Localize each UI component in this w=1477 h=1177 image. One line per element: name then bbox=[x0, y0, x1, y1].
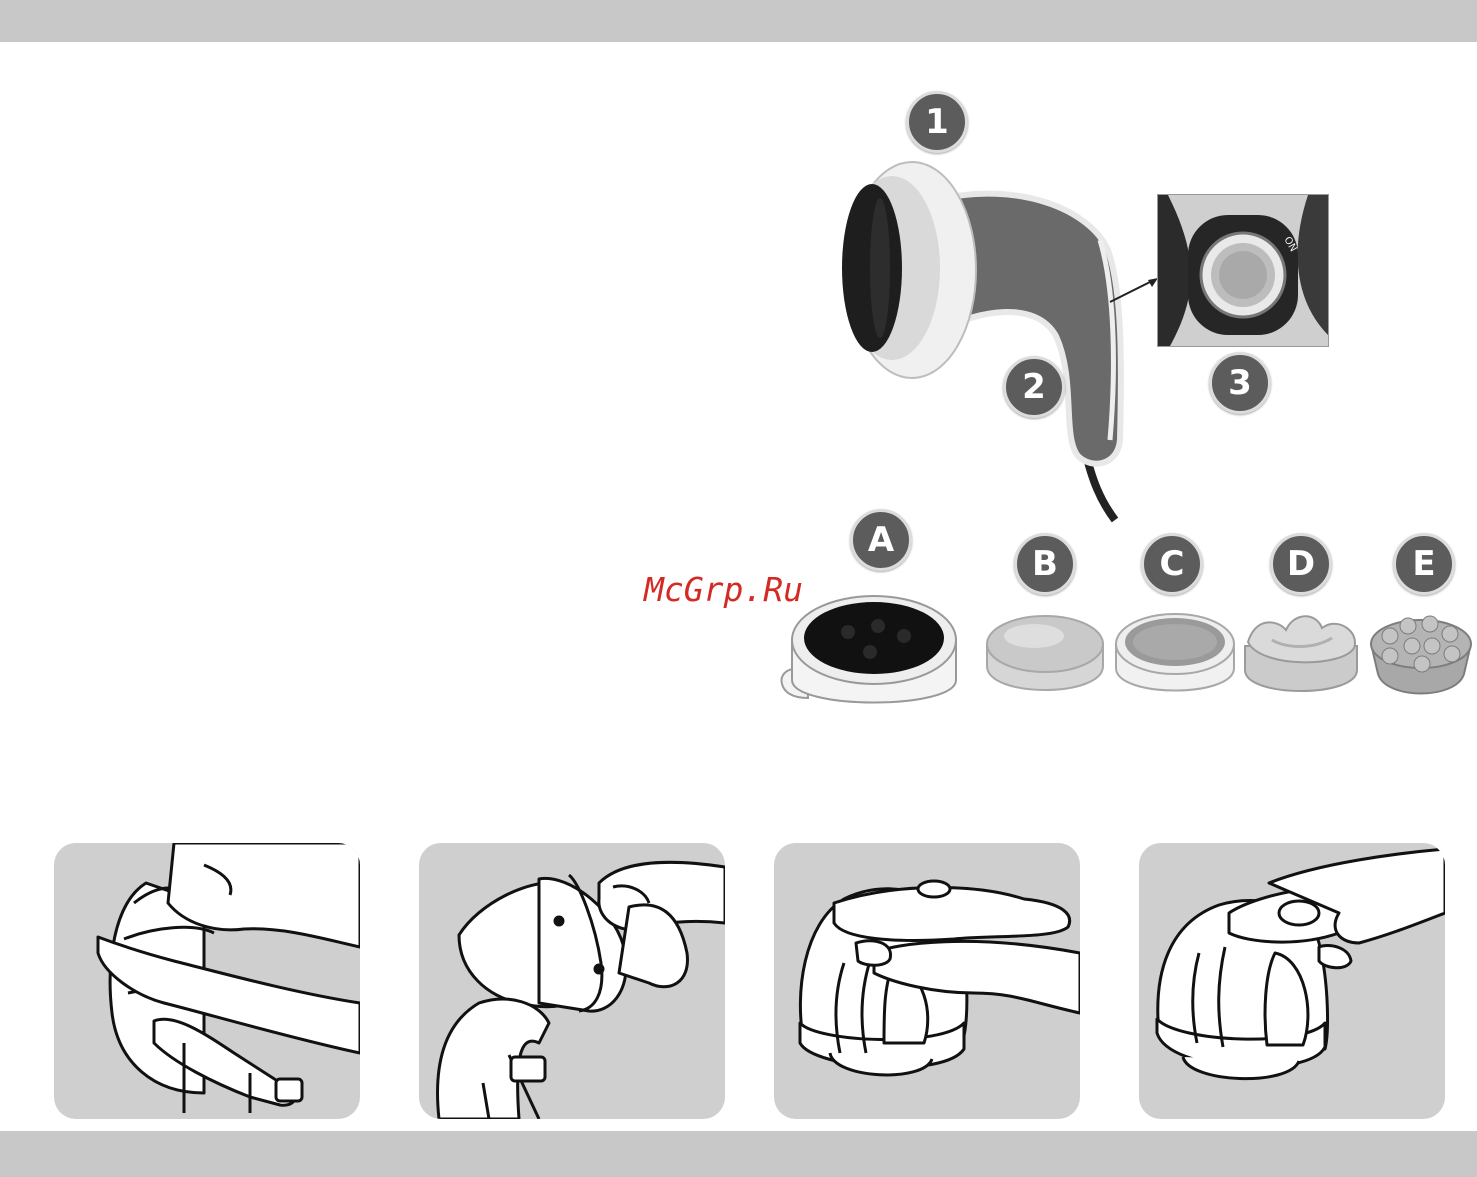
step-panel-4 bbox=[1139, 843, 1445, 1119]
watermark-text: McGrp.Ru bbox=[644, 570, 803, 609]
attachment-c-icon bbox=[1113, 606, 1237, 698]
marker-3: 3 bbox=[1209, 352, 1271, 414]
step-4-illustration bbox=[1139, 843, 1445, 1119]
step-panel-1 bbox=[54, 843, 360, 1119]
massager-device-icon bbox=[830, 140, 1140, 530]
marker-d: D bbox=[1270, 533, 1332, 595]
step-panel-2 bbox=[419, 843, 725, 1119]
bottom-band bbox=[0, 1131, 1477, 1177]
step-panel-3 bbox=[774, 843, 1080, 1119]
marker-b: B bbox=[1014, 533, 1076, 595]
attachment-e-icon bbox=[1366, 604, 1476, 700]
pointer-arrow-icon bbox=[1108, 272, 1160, 306]
control-zoom-panel: ON bbox=[1157, 194, 1329, 347]
attachment-d-icon bbox=[1242, 606, 1360, 698]
step-1-illustration bbox=[54, 843, 360, 1119]
marker-1: 1 bbox=[906, 91, 968, 153]
marker-2: 2 bbox=[1003, 356, 1065, 418]
step-2-illustration bbox=[419, 843, 725, 1119]
step-3-illustration bbox=[774, 843, 1080, 1119]
top-band bbox=[0, 0, 1477, 42]
marker-a: A bbox=[850, 509, 912, 571]
control-dial-icon: ON bbox=[1158, 195, 1328, 346]
attachment-a-icon bbox=[778, 580, 970, 728]
marker-c: C bbox=[1141, 533, 1203, 595]
marker-e: E bbox=[1393, 533, 1455, 595]
attachment-b-icon bbox=[984, 608, 1106, 698]
